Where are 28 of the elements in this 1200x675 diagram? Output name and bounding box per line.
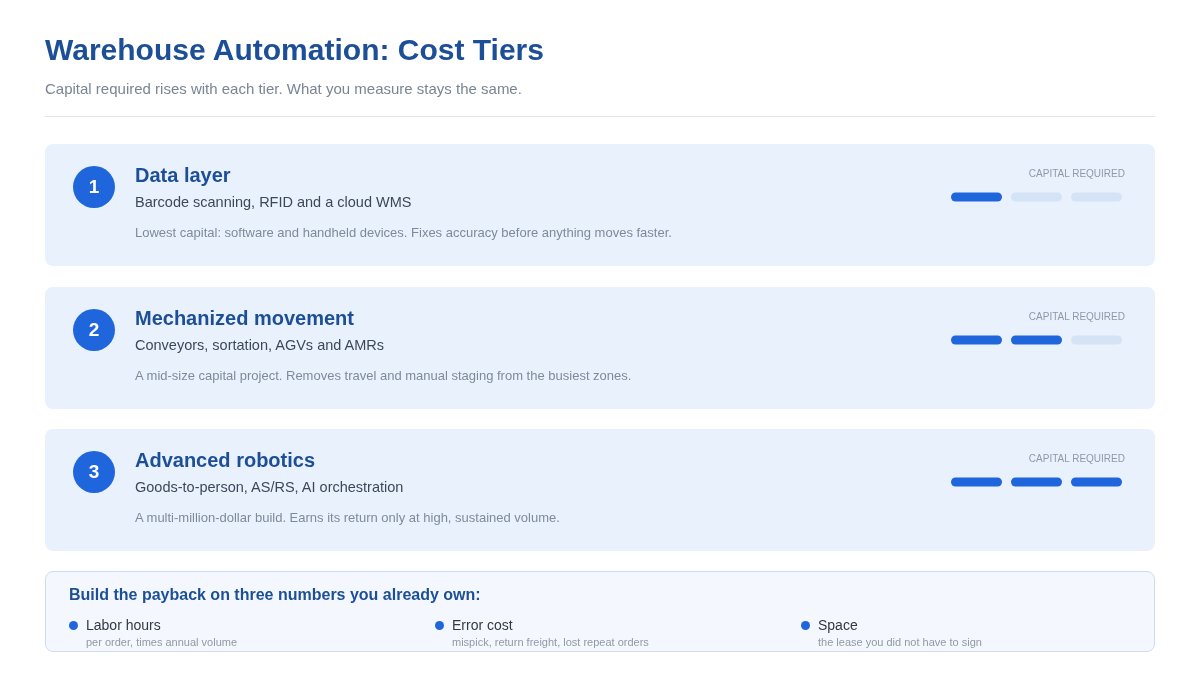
capital-label: CAPITAL REQUIRED [1028,452,1125,465]
tier-heading: Advanced robotics [135,448,316,473]
tier-number-circle: 1 [73,166,115,208]
metric-note: per order, times annual volume [86,635,238,649]
metric-note: mispick, return freight, lost repeat orders [452,635,649,649]
metric-name: Error cost [452,616,513,634]
panel-heading: Build the payback on three numbers you already own: [69,585,481,605]
tier-number-circle: 3 [73,451,115,493]
tier-description: A mid-size capital project. Removes travel and manual staging from the busiest zones. [135,367,632,385]
tier-card [45,144,1155,266]
tier-card [45,287,1155,409]
tier-subtitle: Conveyors, sortation, AGVs and AMRs [135,336,385,355]
page-subtitle: Capital required rises with each tier. What you measure stays the same. [45,79,522,99]
tier-heading: Data layer [135,163,231,188]
tier-subtitle: Barcode scanning, RFID and a cloud WMS [135,193,412,212]
capital-label: CAPITAL REQUIRED [1028,167,1125,180]
tier-heading: Mechanized movement [135,306,354,331]
tier-number-circle: 2 [73,309,115,351]
metric-name: Labor hours [86,616,161,634]
payback-panel [45,571,1155,652]
metric-note: the lease you did not have to sign [818,635,982,649]
metric-name: Space [818,616,858,634]
tier-subtitle: Goods-to-person, AS/RS, AI orchestration [135,478,404,497]
tier-card [45,429,1155,551]
page-title: Warehouse Automation: Cost Tiers [45,32,544,68]
tier-description: A multi-million-dollar build. Earns its return only at high, sustained volume. [135,509,560,527]
capital-label: CAPITAL REQUIRED [1028,310,1125,323]
tier-description: Lowest capital: software and handheld devices. Fixes accuracy before anything moves faster. [135,224,672,242]
